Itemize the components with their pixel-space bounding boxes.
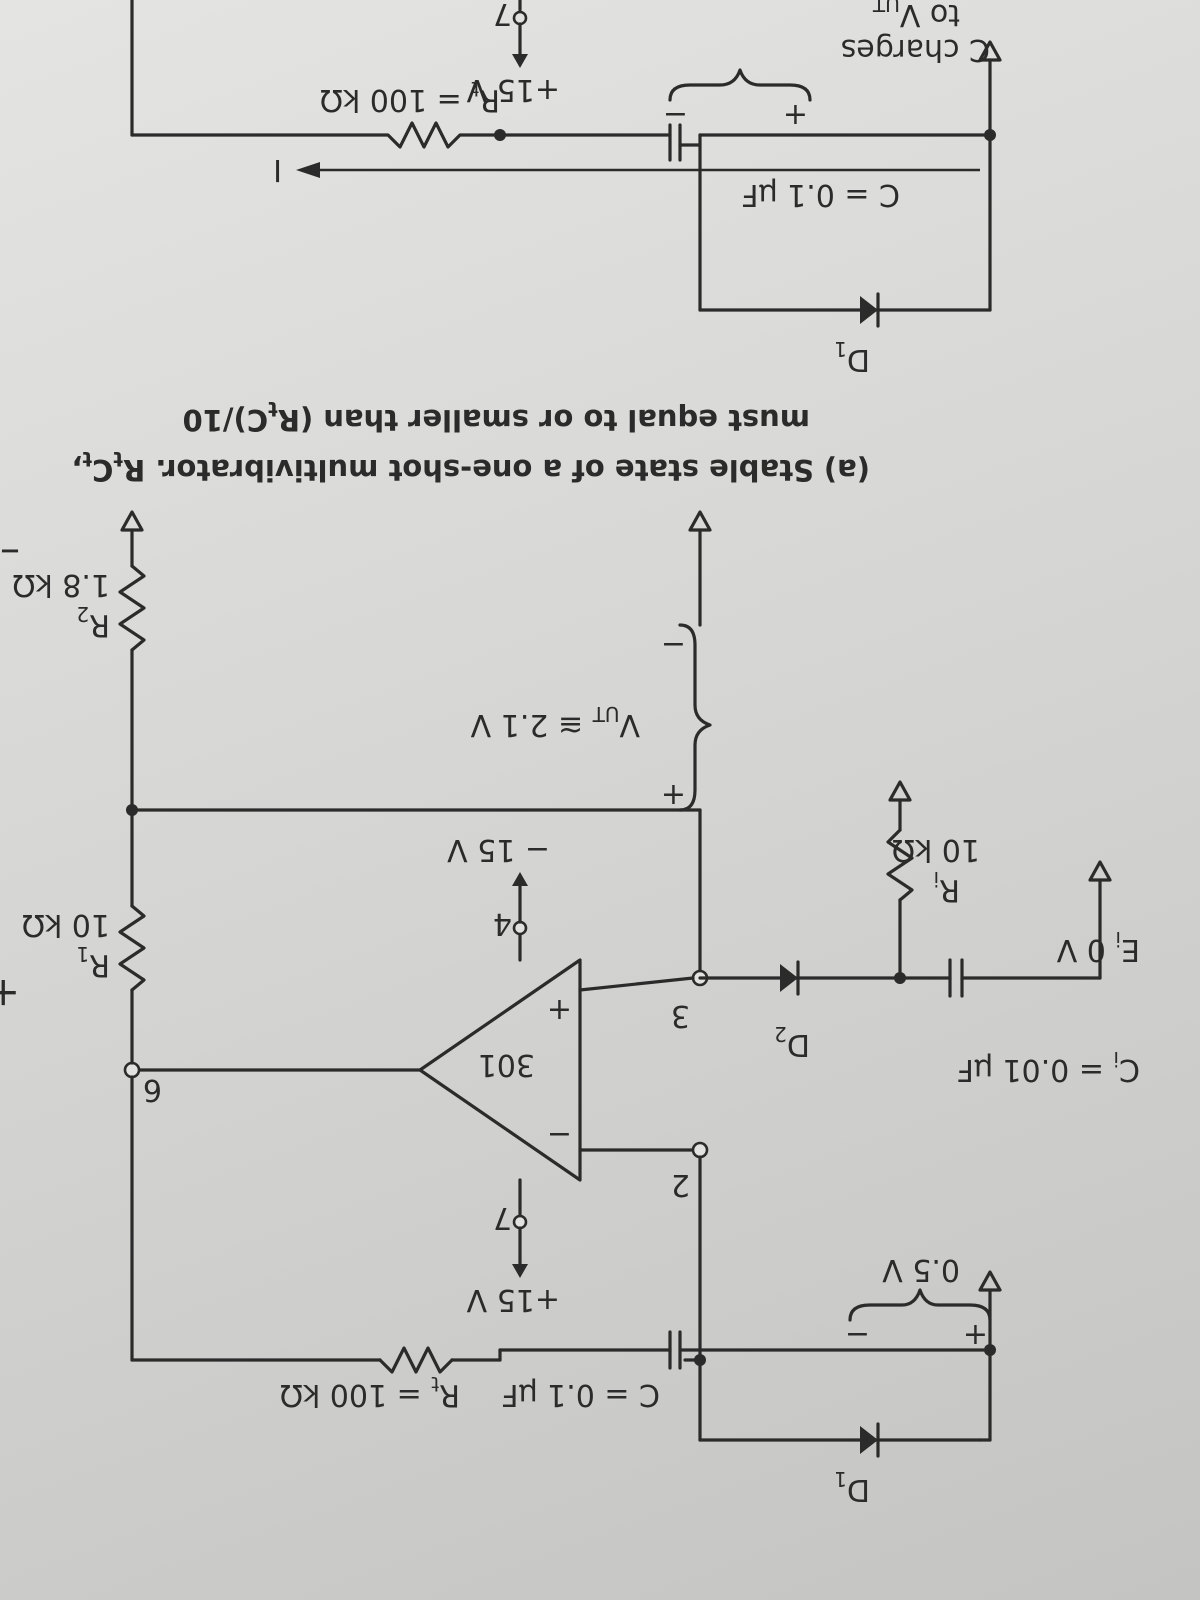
d2-diode — [780, 964, 798, 992]
pin2-label: 2 — [671, 1167, 690, 1202]
c-main-label: C = 0.1 μF — [501, 1377, 660, 1412]
ci-label: Ci = 0.01 μF — [957, 1047, 1140, 1087]
main-circuit: 301 − + 6 R1 10 kΩ R2 1.8 kΩ 3 2 — [12, 510, 1140, 1507]
ri-input-value: 10 kΩ — [892, 832, 980, 867]
ei-label: Ei 0 V — [1056, 927, 1140, 967]
ri-resistor-input — [886, 828, 914, 902]
ei-ground — [1088, 860, 1112, 882]
opamp-plus: + — [547, 992, 572, 1027]
c-brace-minus: − — [845, 1317, 870, 1352]
d1-diode-main — [860, 1426, 878, 1454]
pin7-partial-terminal — [512, 10, 528, 26]
r1-resistor — [118, 904, 146, 992]
d1-diode-partial — [860, 296, 878, 324]
r2-value: 1.8 kΩ — [12, 567, 110, 602]
c-partial-label: C = 0.1 μF — [741, 177, 900, 212]
vut-minus: − — [661, 627, 686, 662]
vplus-label: +15 V — [466, 1282, 560, 1317]
c-voltage-label: 0.5 V — [882, 1252, 960, 1287]
rt-partial-label: Rt = 100 kΩ — [320, 77, 500, 117]
c-ground — [978, 1270, 1002, 1292]
stray-minus: – — [0, 530, 20, 576]
r1-label: R1 — [76, 942, 110, 982]
vut-plus: + — [661, 777, 686, 812]
vut-ground — [688, 510, 712, 532]
svg-text:must equal to or smaller than: must equal to or smaller than (RtC)/10 — [183, 397, 810, 437]
pin7-label: 7 — [493, 1200, 512, 1235]
opamp-triangle — [418, 958, 582, 1182]
figure-caption: (a) Stable state of a one-shot multivibr… — [71, 397, 870, 487]
current-arrow — [296, 162, 320, 178]
d1-partial-label: D1 — [834, 337, 870, 377]
svg-text:(a) Stable state of a one-sho: (a) Stable state of a one-shot multivibr… — [71, 447, 870, 487]
d2-label: D2 — [774, 1022, 810, 1062]
vminus-label: − 15 V — [447, 832, 550, 867]
rt-resistor-main — [378, 1346, 454, 1374]
r2-ground — [120, 510, 144, 532]
pin4-terminal — [512, 920, 528, 936]
c-brace-plus: + — [963, 1317, 988, 1352]
pin6-label: 6 — [143, 1072, 162, 1107]
r1-value: 10 kΩ — [22, 907, 110, 942]
stray-plus: + — [0, 970, 20, 1016]
pin7-partial-label: 7 — [493, 0, 512, 31]
r2-label: R2 — [76, 602, 110, 642]
opamp-label: 301 — [478, 1047, 535, 1082]
charges-note-line2: to VUT — [872, 0, 960, 32]
rt-resistor-partial — [130, 121, 502, 149]
pin3-label: 3 — [671, 998, 690, 1033]
pin2-terminal — [691, 1141, 709, 1159]
vplus-partial-label: +15 V — [466, 72, 560, 107]
partial-circuit: D1 C = 0.1 μF I + − Rt = 100 kΩ 7 +15 V … — [0, 0, 1002, 1016]
partial-minus: − — [663, 97, 688, 132]
partial-plus: + — [783, 97, 808, 132]
rt-main-label: Rt = 100 kΩ — [280, 1372, 460, 1412]
r2-resistor — [118, 564, 146, 652]
pin7-terminal — [512, 1214, 528, 1230]
pin6-terminal — [123, 1061, 141, 1079]
current-label: I — [273, 152, 282, 187]
charges-note-line1: C charges — [841, 32, 990, 67]
partial-brace — [668, 68, 812, 102]
pin4-label: 4 — [493, 906, 512, 941]
partial-ground — [978, 40, 1002, 62]
d1-main-label: D1 — [834, 1467, 870, 1507]
vut-brace — [678, 623, 712, 812]
ri-ground — [888, 780, 912, 802]
vut-label: VUT ≅ 2.1 V — [470, 702, 640, 742]
ri-input-label: Ri — [934, 867, 960, 907]
c-voltage-brace — [848, 1288, 992, 1322]
opamp-minus: − — [547, 1117, 572, 1152]
